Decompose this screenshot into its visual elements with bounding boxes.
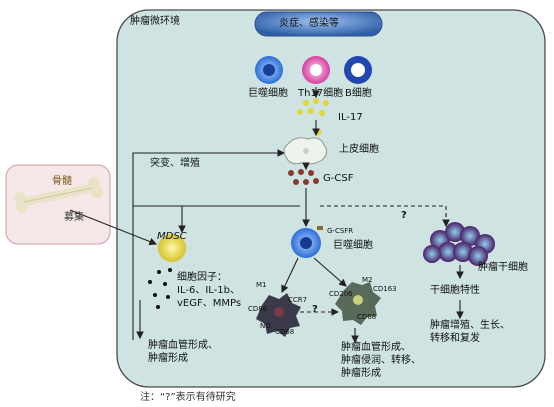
macrophage-label: 巨噬细胞: [248, 88, 288, 99]
marker-no: NO: [260, 322, 271, 330]
left-outcome-line-1: 肿瘤血管形成、: [148, 340, 218, 351]
bone-icon: [14, 177, 103, 213]
bone-marrow-box: [5, 164, 111, 245]
gcsfr-label: G-CSFR: [327, 227, 354, 235]
mdsc-cell-icon: [158, 234, 186, 262]
gcsf-label: G-CSF: [323, 173, 354, 184]
central-macrophage-icon: [291, 226, 323, 258]
question-mark-upper: ?: [401, 210, 407, 221]
cytokine-dots: [148, 268, 172, 309]
mdsc-label: MDSC: [157, 231, 187, 242]
dashed-arrows: [300, 205, 450, 316]
m2-macrophage-icon: [335, 282, 381, 325]
il17-label: IL-17: [338, 112, 363, 123]
central-macrophage-label: 巨噬细胞: [333, 240, 373, 251]
marker-cd163: CD163: [373, 285, 397, 293]
th17-cell-icon: [302, 56, 330, 84]
footnote: 注：“?”表示有待研究: [140, 392, 236, 403]
marker-ccr7: CCR7: [288, 296, 308, 304]
th17-label: Th17细胞: [298, 88, 344, 99]
epithelial-cell-icon: [283, 137, 328, 165]
bone-marrow-label: 骨髓: [52, 176, 72, 187]
b-cell-icon: [344, 56, 372, 84]
tumor-microenvironment-frame: [116, 9, 546, 388]
gcsf-dots: [288, 169, 319, 185]
marker-cd206: CD206: [329, 290, 353, 298]
right-outcome-line-2: 转移和复发: [430, 333, 480, 344]
bcell-label: B细胞: [345, 88, 372, 99]
stemness-label: 干细胞特性: [430, 285, 480, 296]
arrows: [69, 87, 464, 344]
epithelial-label: 上皮细胞: [339, 144, 379, 155]
question-mark-lower: ?: [312, 304, 318, 315]
mutation-label: 突变、增殖: [150, 158, 200, 169]
marker-cd86: CD86: [248, 305, 268, 313]
middle-outcome-line-2: 肿瘤侵润、转移、: [341, 355, 421, 366]
m2-label: M2: [362, 276, 373, 284]
left-outcome-line-2: 肿瘤形成: [148, 353, 188, 364]
macrophage-icon: [255, 56, 283, 84]
cytokine-title: 细胞因子：: [177, 272, 227, 283]
middle-outcome-line-1: 肿瘤血管形成、: [341, 342, 411, 353]
inflammation-box: [254, 11, 383, 37]
stem-cell-label: 肿瘤干细胞: [478, 262, 528, 273]
marker-cd68-m2: CD68: [357, 313, 377, 321]
m1-macrophage-icon: [256, 293, 301, 337]
cytokine-line-1: IL-6、IL-1b、: [177, 285, 240, 296]
frame-title: 肿瘤微环境: [130, 16, 180, 27]
right-outcome-line-1: 肿瘤增殖、生长、: [430, 320, 510, 331]
m1-label: M1: [256, 281, 267, 289]
marker-cd68-m1: CD68: [275, 328, 295, 336]
cytokine-line-2: vEGF、MMPs: [177, 298, 242, 309]
recruit-label: 募集: [64, 212, 84, 223]
middle-outcome-line-3: 肿瘤形成: [341, 368, 381, 379]
tumor-stem-cell-cluster-icon: [423, 222, 495, 266]
inflammation-label: 炎症、感染等: [279, 18, 339, 29]
